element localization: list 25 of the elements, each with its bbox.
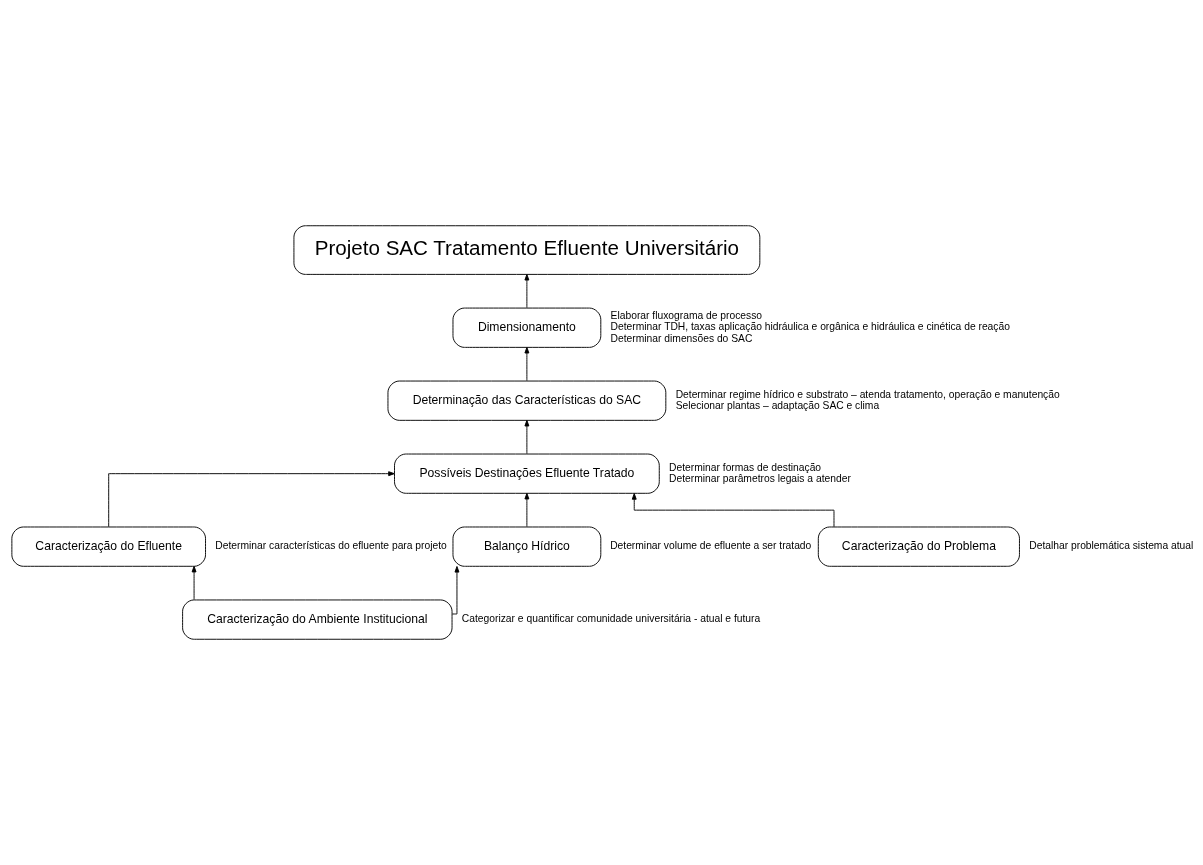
node-label: Detalhar problemática sistema atual — [1029, 540, 1194, 552]
arrow — [524, 419, 530, 455]
node-box: Dimensionamento — [452, 307, 602, 348]
node-box: Caracterização do Problema — [817, 526, 1020, 567]
node-box: Determinação das Características do SAC — [387, 380, 667, 421]
node-label: Categorizar e quantificar comunidade universitária - atual e futura — [461, 613, 761, 625]
node-box: Projeto SAC Tratamento Efluente Universitário — [293, 225, 761, 275]
node-label: Determinar formas de destinação — [669, 461, 822, 473]
node-label: Determinar dimensões do SAC — [610, 332, 753, 344]
arrow — [524, 273, 530, 309]
node-label: Elaborar fluxograma de processo — [610, 310, 763, 322]
node-label: Determinar regime hídrico e substrato – atenda tratamento, operação e manutenção — [675, 388, 1060, 400]
node-label: Determinar características do efluente para projeto — [215, 540, 447, 552]
arrow — [524, 492, 530, 528]
node-box: Balanço Hídrico — [452, 526, 602, 567]
node-box: Caracterização do Efluente — [11, 526, 206, 567]
node-box: Possíveis Destinações Efluente Tratado — [394, 453, 660, 494]
node-label: Determinar parâmetros legais a atender — [669, 472, 851, 484]
node-box: Caracterização do Ambiente Institucional — [182, 599, 453, 640]
arrow — [524, 346, 530, 382]
node-label: Determinar TDH, taxas aplicação hidráulica e orgânica e hidráulica e cinética de reação — [610, 321, 1010, 333]
node-label: Selecionar plantas – adaptação SAC e clima — [675, 399, 880, 411]
arrow — [108, 471, 395, 528]
node-label: Determinar volume de efluente a ser tratado — [610, 540, 812, 552]
arrow — [191, 565, 197, 601]
